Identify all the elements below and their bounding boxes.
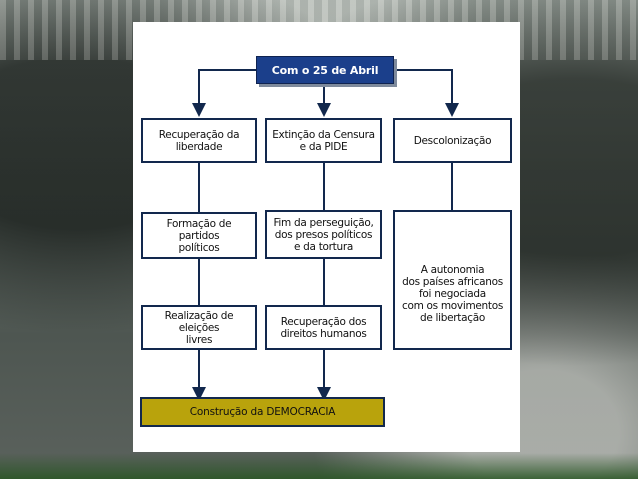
connector-lines bbox=[192, 69, 459, 401]
background-green-band bbox=[0, 453, 638, 479]
node-fim-perseguicao: Fim da perseguição, dos presos políticos… bbox=[265, 210, 382, 259]
connector-top-left bbox=[192, 69, 256, 117]
connector-top-right bbox=[394, 69, 459, 117]
diagram-panel: Com o 25 de Abril Recuperação da liberda… bbox=[133, 22, 520, 452]
node-formacao-partidos: Formação de partidos políticos bbox=[141, 212, 257, 259]
node-recuperacao-direitos: Recuperação dos direitos humanos bbox=[265, 305, 382, 350]
top-node: Com o 25 de Abril bbox=[256, 56, 394, 84]
node-autonomia-africanos: A autonomia dos países africanos foi neg… bbox=[393, 210, 512, 350]
node-descolonizacao: Descolonização bbox=[393, 118, 512, 163]
node-extincao-censura: Extinção da Censura e da PIDE bbox=[265, 118, 382, 163]
bottom-node-democracia: Construção da DEMOCRACIA bbox=[140, 397, 385, 427]
node-realizacao-eleicoes: Realização de eleições livres bbox=[141, 305, 257, 350]
node-recuperacao-liberdade: Recuperação da liberdade bbox=[141, 118, 257, 163]
